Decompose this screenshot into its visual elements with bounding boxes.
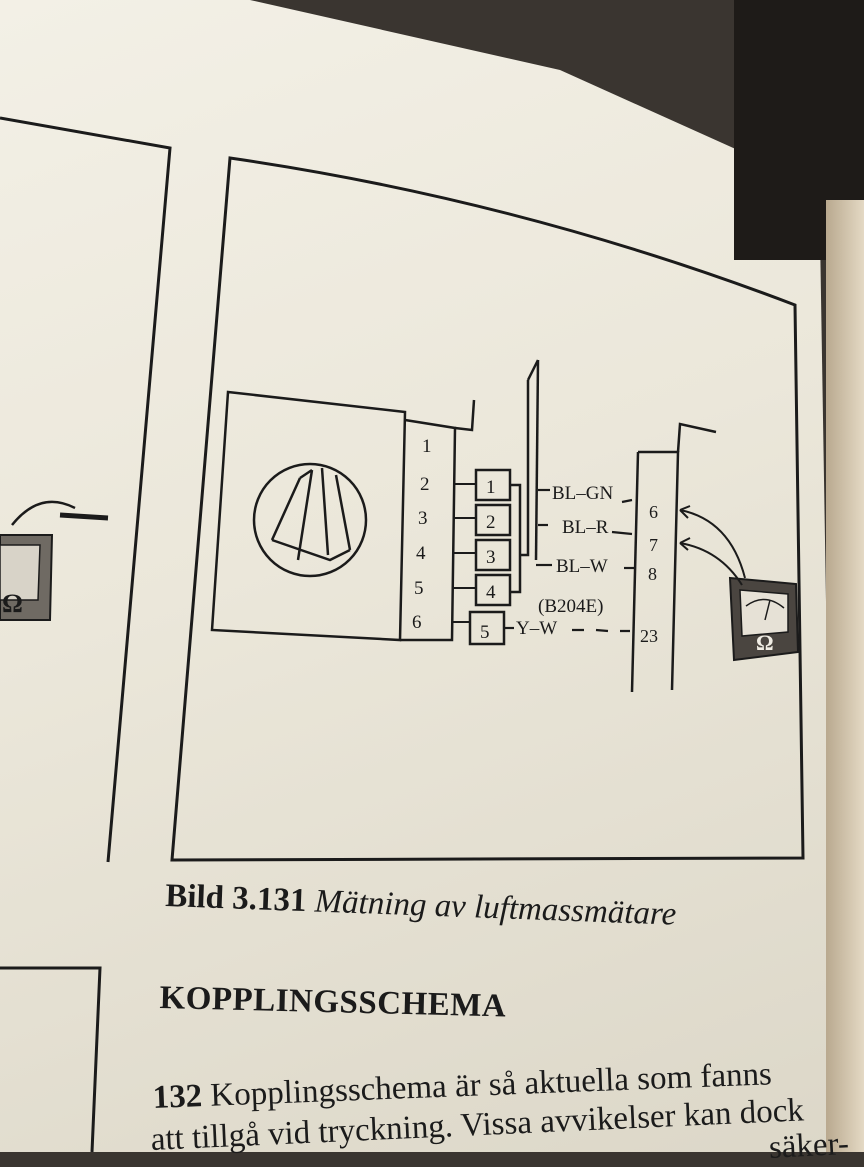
- ecu-pin-23: 23: [640, 626, 658, 646]
- paragraph-number: 132: [152, 1078, 203, 1116]
- connector-pin-5: 5: [414, 578, 424, 599]
- wire-lines: [504, 488, 634, 633]
- connector-block: [400, 399, 476, 642]
- connector-pin-3: 3: [418, 508, 428, 529]
- plug-pin-2: 2: [486, 512, 496, 533]
- ohmmeter: Ω: [728, 576, 800, 662]
- connector-pin-4: 4: [416, 543, 426, 564]
- opposite-page-edge: [826, 200, 864, 1152]
- main-figure-frame: [170, 156, 805, 862]
- connector-pin-1: 1: [422, 436, 432, 457]
- plug-pin-1: 1: [486, 477, 496, 498]
- pin-links: [452, 483, 476, 623]
- ecu-pin-7: 7: [649, 535, 658, 555]
- left-figure-frame: [0, 116, 172, 1152]
- left-meter-partial: Ω: [0, 500, 109, 621]
- air-mass-meter: [210, 390, 407, 642]
- svg-text:Ω: Ω: [2, 589, 23, 618]
- variant-note: (B204E): [538, 596, 603, 617]
- probe-leads: [679, 505, 746, 586]
- wire-label-bl-r: BL–R: [562, 517, 609, 538]
- ecu-connector: [630, 422, 717, 693]
- wire-label-y-w: Y–W: [516, 618, 557, 639]
- wire-label-bl-w: BL–W: [556, 556, 608, 577]
- figure-label: Bild 3.131: [164, 878, 308, 920]
- plug-pin-3: 3: [486, 547, 496, 568]
- wire-label-bl-gn: BL–GN: [552, 483, 614, 504]
- ecu-pin-8: 8: [648, 564, 657, 584]
- plug-pin-5: 5: [480, 622, 490, 643]
- paragraph-line-3: säker-: [768, 1125, 850, 1166]
- plug-pin-4: 4: [486, 582, 496, 603]
- ohm-symbol: Ω: [756, 630, 774, 655]
- harness-lines: [510, 359, 540, 594]
- connector-pin-2: 2: [420, 474, 430, 495]
- connector-pin-6: 6: [412, 612, 422, 633]
- ecu-pin-6: 6: [649, 502, 658, 522]
